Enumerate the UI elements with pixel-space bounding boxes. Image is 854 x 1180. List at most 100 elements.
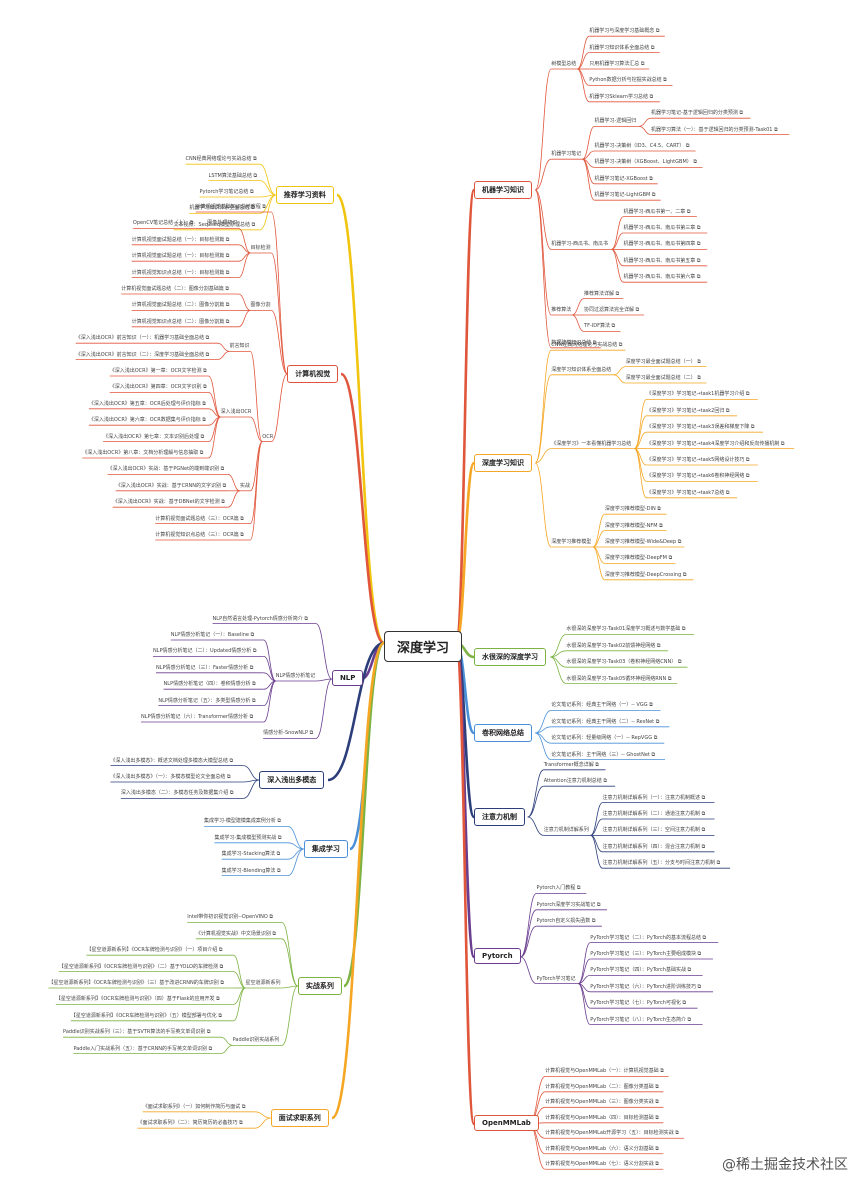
leaf-node[interactable]: 深度学习推荐模型-DeepCrossing ⧉ [605,572,687,579]
leaf-node[interactable]: NLP情感分析笔记（三）：Faster情感分析 ⧉ [156,665,253,672]
branch-node[interactable]: 机器学习笔记 [551,151,581,158]
link-icon[interactable]: ⧉ [227,757,234,764]
branch-node[interactable]: 推荐算法 [551,307,571,314]
link-icon[interactable]: ⧉ [680,626,686,633]
link-icon[interactable]: ⧉ [744,457,750,463]
leaf-node[interactable]: 集成学习-集成模型预测实战 ⧉ [214,835,281,842]
leaf-node[interactable]: 《深入浅出OCR》第八章：文档分析理解与信息抽取 ⧉ [82,450,203,457]
branch-node[interactable]: 注意力机制详解系列 [544,827,589,834]
leaf-node[interactable]: 《深入浅出OCR》实战：基于DBNet的文字检测 ⧉ [113,499,225,506]
link-icon[interactable]: ⧉ [649,44,655,51]
link-icon[interactable]: ⧉ [744,473,750,480]
link-icon[interactable]: ⧉ [676,539,682,545]
branch-node[interactable]: 深度学习知识体系全面总结 [551,367,611,374]
link-icon[interactable]: ⧉ [691,159,697,166]
link-icon[interactable]: ⧉ [654,28,660,35]
leaf-node[interactable]: 《深入浅出多模态》（一）：多模态模型论文全面总结 ⧉ [110,774,230,781]
leaf-node[interactable]: 《深度学习》学习笔记→task1机器学习介绍 ⧉ [646,391,749,398]
link-icon[interactable]: ⧉ [204,335,210,342]
link-icon[interactable]: ⧉ [685,208,691,215]
leaf-node[interactable]: CNN经典网络理论与实战总结 ⧉ [186,156,257,163]
link-icon[interactable]: ⧉ [647,175,653,182]
leaf-node[interactable]: 机器学习知识体系全面总结 ⧉ [589,45,654,52]
link-icon[interactable]: ⧉ [654,718,660,725]
leaf-node[interactable]: 水很深的深度学习-Task05循环神经网络RNN ⧉ [566,676,671,683]
link-icon[interactable]: ⧉ [685,967,692,974]
branch-node[interactable]: Paddle识别实战系列 [233,1037,280,1044]
branch-node[interactable]: 图像分割 [251,302,271,309]
link-icon[interactable]: ⧉ [218,980,224,986]
link-icon[interactable]: ⧉ [614,290,620,297]
leaf-node[interactable]: Pytorch入门教程 ⧉ [536,885,580,892]
link-icon[interactable]: ⧉ [590,918,596,925]
leaf-node[interactable]: 推荐算法详解 ⧉ [584,291,619,298]
leaf-node[interactable]: 计算机视觉知识点总结（三）：OCR篇 ⧉ [155,532,244,539]
link-icon[interactable]: ⧉ [248,664,254,671]
link-icon[interactable]: ⧉ [695,983,702,990]
leaf-node[interactable]: 计算机视觉面试题总结（三）：OCR篇 ⧉ [155,516,244,523]
link-icon[interactable]: ⧉ [251,172,258,179]
leaf-node[interactable]: 《深度学习》学习笔记→task3误差和梯度下降 ⧉ [646,424,754,431]
link-icon[interactable]: ⧉ [224,302,230,309]
topic-12[interactable]: 实战系列 [297,977,342,995]
link-icon[interactable]: ⧉ [724,407,730,414]
link-icon[interactable]: ⧉ [779,440,785,447]
leaf-node[interactable]: 计算机视觉与OpenMMLab（四）：目标检测基础 ⧉ [545,1115,659,1122]
link-icon[interactable]: ⧉ [695,375,701,381]
leaf-node[interactable]: 《深入浅出OCR》第一章：OCR文字检测 ⧉ [110,368,207,375]
link-icon[interactable]: ⧉ [676,659,682,666]
link-icon[interactable]: ⧉ [224,269,230,276]
link-icon[interactable]: ⧉ [684,143,690,149]
topic-7[interactable]: 推荐学习资料 [275,186,334,204]
leaf-node[interactable]: Attention注意力机制总结 ⧉ [544,778,607,785]
leaf-node[interactable]: 注意力机制详解系列（一）：注意力机制概述 ⧉ [603,795,706,802]
link-icon[interactable]: ⧉ [658,1068,664,1075]
link-icon[interactable]: ⧉ [250,221,256,228]
leaf-node[interactable]: 情感分析-SnowNLP ⧉ [263,730,313,737]
leaf-node[interactable]: 注意力机制详解系列（四）：混合注意力机制 ⧉ [603,844,706,851]
link-icon[interactable]: ⧉ [595,901,601,908]
link-icon[interactable]: ⧉ [207,1045,213,1052]
link-icon[interactable]: ⧉ [224,318,230,325]
leaf-node[interactable]: 机器学习-西瓜书第一、二章 ⧉ [623,209,690,216]
link-icon[interactable]: ⧉ [647,93,654,100]
leaf-node[interactable]: 计算机视觉面试题总结（一）：目标检测篇 ⧉ [132,237,230,244]
leaf-node[interactable]: 机器学习笔记-XGBoost ⧉ [594,176,652,183]
leaf-node[interactable]: 《深入浅出OCR》前言知识（一）：机器学习基础全面总结 ⧉ [76,335,210,342]
link-icon[interactable]: ⧉ [188,220,194,227]
link-icon[interactable]: ⧉ [737,110,744,117]
branch-node[interactable]: PyTorch学习笔记 [536,976,575,983]
leaf-node[interactable]: 《深入浅出OCR》实战：基于CRNN的文字识别 ⧉ [116,483,227,490]
link-icon[interactable]: ⧉ [673,1130,679,1137]
branch-node[interactable]: 深度学习推荐模型 [551,539,591,546]
link-icon[interactable]: ⧉ [307,730,314,737]
leaf-node[interactable]: 论文笔记系列：经典主干网络（一）-- VGG ⧉ [551,702,653,709]
link-icon[interactable]: ⧉ [221,482,227,489]
leaf-node[interactable]: 计算机视觉与OpenMMLab（六）：语义分割基础 ⧉ [545,1146,659,1153]
link-icon[interactable]: ⧉ [228,790,234,797]
link-icon[interactable]: ⧉ [591,339,597,346]
link-icon[interactable]: ⧉ [238,532,244,538]
leaf-node[interactable]: 计算机视觉知识点总结（二）：图像分割篇 ⧉ [132,319,230,326]
leaf-node[interactable]: 机器学习-西瓜书、南瓜书第六章 ⧉ [623,274,700,281]
link-icon[interactable]: ⧉ [601,778,607,785]
leaf-node[interactable]: 计算机视觉面试题总结（二）：图像分割基础篇 ⧉ [121,286,229,293]
branch-node[interactable]: 星空道源新系列 [245,980,280,987]
leaf-node[interactable]: 【星空道源新系列】《OCR车牌检测与识别》（二）基于YOLO的车牌检测 ⧉ [59,964,223,971]
link-icon[interactable]: ⧉ [275,867,281,874]
link-icon[interactable]: ⧉ [653,1099,659,1106]
branch-node[interactable]: 图像处理初识 [207,220,237,227]
leaf-node[interactable]: 机器学习算法（一）：基于逻辑回归的分类预测-Task01 ⧉ [651,127,778,134]
link-icon[interactable]: ⧉ [609,323,616,330]
link-icon[interactable]: ⧉ [247,714,254,720]
link-icon[interactable]: ⧉ [275,818,282,825]
leaf-node[interactable]: 《面试求职系列》（一）如何制作简历与面试 ⧉ [143,1104,246,1111]
link-icon[interactable]: ⧉ [201,384,207,391]
topic-3[interactable]: 卷积网络总结 [474,724,532,742]
link-icon[interactable]: ⧉ [772,126,778,133]
link-icon[interactable]: ⧉ [695,225,701,231]
leaf-node[interactable]: 注意力机制详解系列（二）：通道注意力机制 ⧉ [603,811,706,818]
link-icon[interactable]: ⧉ [653,1161,659,1168]
link-icon[interactable]: ⧉ [700,794,706,801]
leaf-node[interactable]: 计算机视觉面试题总结（二）：图像分割篇 ⧉ [132,302,230,309]
